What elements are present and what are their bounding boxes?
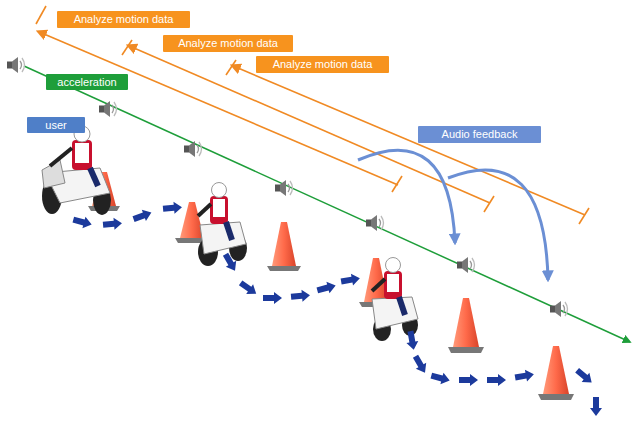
feedback-box: Audio feedback xyxy=(418,126,541,143)
riding-path xyxy=(72,201,602,416)
box-label: Analyze motion data xyxy=(74,14,174,25)
box-label: acceleration xyxy=(57,77,116,88)
acceleration-axis xyxy=(24,66,630,342)
process-box: Analyze motion data xyxy=(163,35,293,52)
process-box: Analyze motion data xyxy=(256,56,389,73)
box-label: Analyze motion data xyxy=(273,59,373,70)
process-box: Analyze motion data xyxy=(57,11,190,28)
speaker-icons xyxy=(7,57,568,317)
feedback-arrows xyxy=(358,150,548,280)
analysis-spans xyxy=(36,6,589,224)
box-label: user xyxy=(45,120,66,131)
box-label: Analyze motion data xyxy=(178,38,278,49)
actor-box: user xyxy=(27,117,85,133)
box-label: Audio feedback xyxy=(442,129,518,140)
motorcycle-riders xyxy=(42,126,418,341)
signal-box: acceleration xyxy=(46,74,128,90)
traffic-cones xyxy=(88,172,574,400)
